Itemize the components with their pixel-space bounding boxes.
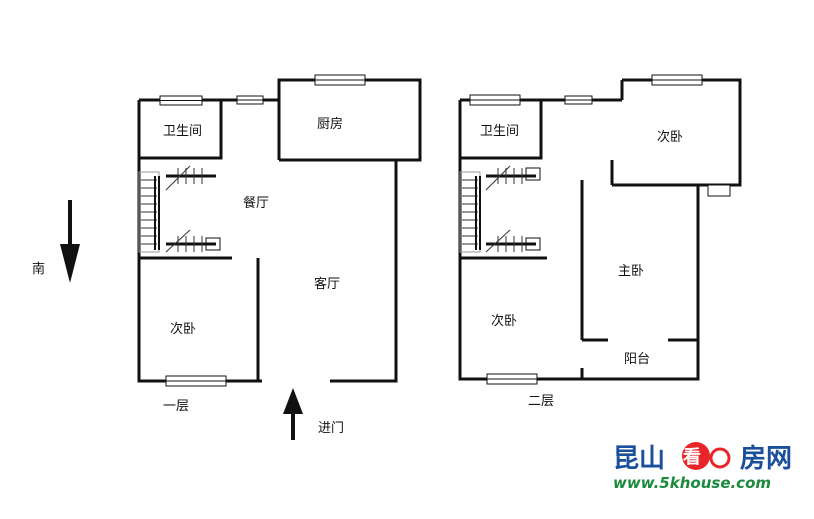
floor2-windows — [469, 74, 731, 385]
watermark-eye2-icon — [709, 447, 731, 469]
floor1-stairs — [138, 165, 221, 253]
floor2-stairs — [459, 165, 541, 253]
floor1-bedroom-label: 次卧 — [170, 321, 196, 337]
watermark-text-mid: 看 — [682, 446, 701, 468]
watermark-url: www.5khouse.com — [613, 474, 771, 492]
floor1-level-label: 一层 — [163, 399, 189, 414]
floor2-balcony-label: 阳台 — [624, 352, 650, 367]
floor2-bathroom-wall — [460, 100, 543, 160]
floor1-bathroom-label: 卫生间 — [163, 124, 202, 139]
floor2-master-label: 主卧 — [618, 264, 644, 279]
south-arrow-icon — [60, 200, 80, 283]
floor1-living-label: 客厅 — [314, 276, 340, 292]
floor2-bathroom-label: 卫生间 — [480, 124, 519, 139]
compass-label: 南 — [32, 261, 45, 277]
entrance-arrow-icon — [283, 388, 303, 440]
floor2-level-label: 二层 — [528, 394, 554, 409]
floor2-master-wall — [580, 180, 698, 379]
watermark-text-left: 昆山 — [613, 444, 665, 474]
floor1-windows — [159, 74, 366, 387]
floor2-plan — [458, 78, 742, 381]
watermark-logo: 昆山 看 房网 www.5khouse.com — [613, 442, 792, 492]
watermark-text-right: 房网 — [740, 444, 792, 474]
floor1-dining-label: 餐厅 — [243, 195, 269, 211]
floor1-kitchen-label: 厨房 — [317, 116, 343, 132]
watermark-eye-icon — [682, 442, 710, 470]
floor1-bathroom-wall — [139, 100, 223, 160]
floor2-bedroom-label: 次卧 — [491, 313, 517, 329]
floor2-ac-unit — [707, 184, 731, 197]
entrance-label: 进门 — [318, 421, 344, 436]
floor2-bedroom-top-label: 次卧 — [657, 129, 683, 145]
